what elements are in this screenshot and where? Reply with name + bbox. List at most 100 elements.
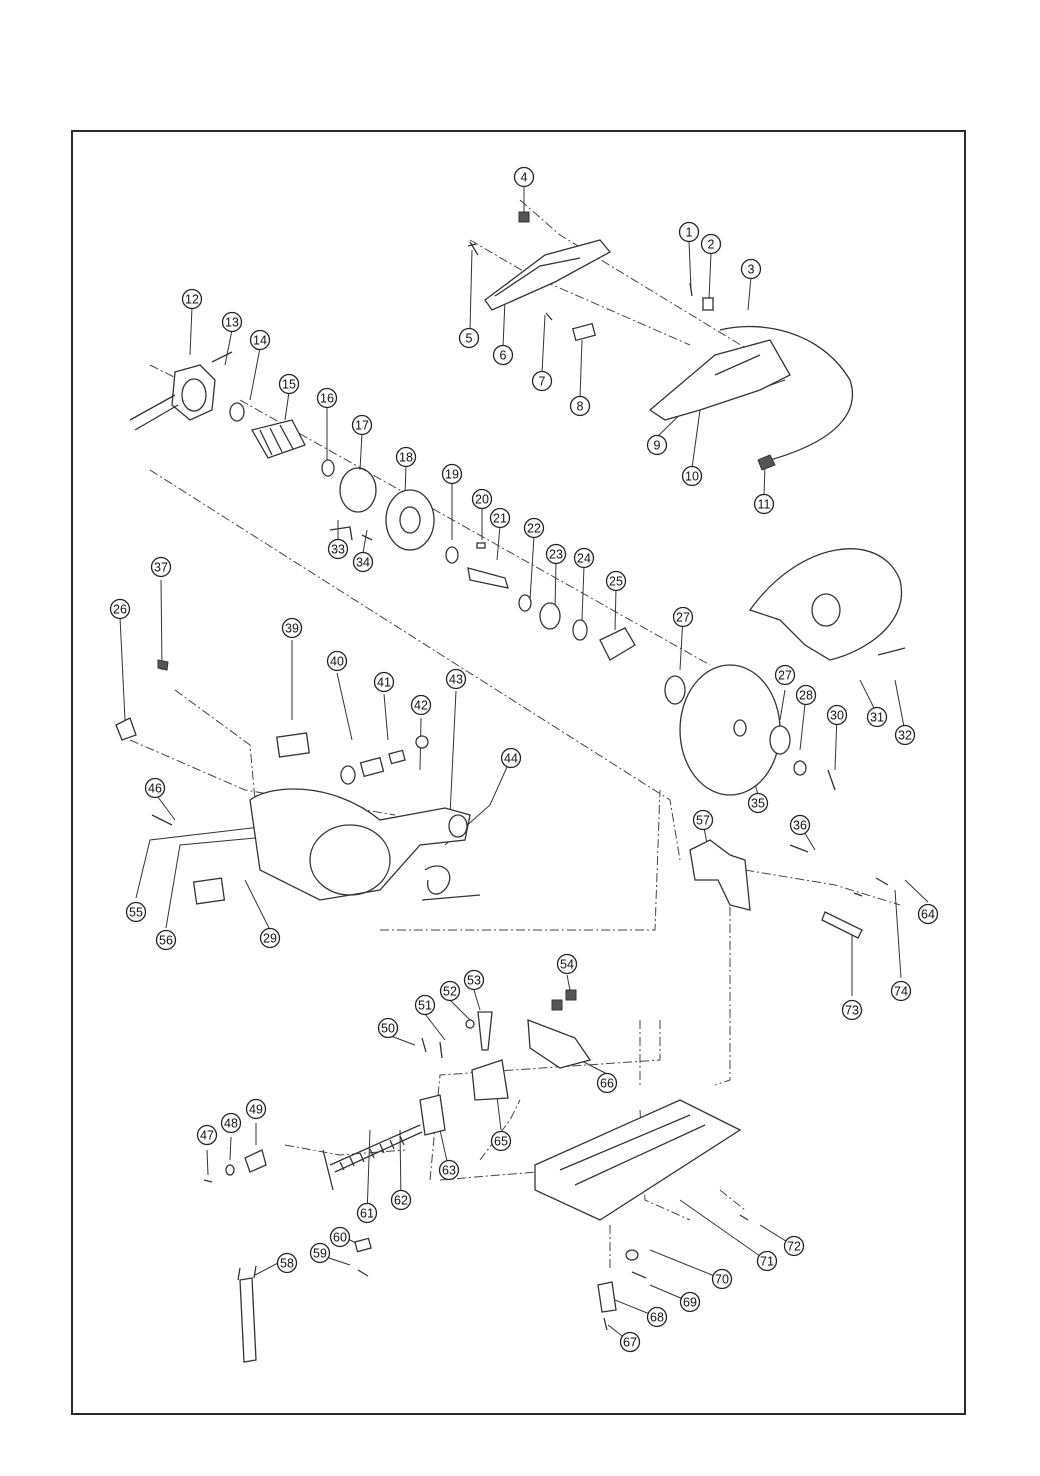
callout-number: 62: [394, 1194, 408, 1208]
callout-circle: [395, 446, 417, 468]
callout-52: 52: [439, 980, 461, 1002]
callout-number: 5: [466, 332, 473, 346]
callout-number: 30: [830, 709, 844, 723]
callout-number: 73: [845, 1004, 859, 1018]
callout-number: 3: [748, 263, 755, 277]
callout-number: 16: [320, 392, 334, 406]
callout-29: 29: [259, 927, 281, 949]
callout-30: 30: [826, 704, 848, 726]
callout-circle: [471, 488, 493, 510]
callout-number: 33: [331, 543, 345, 557]
callout-circle: [327, 538, 349, 560]
callout-circle: [278, 373, 300, 395]
callout-number: 48: [224, 1117, 238, 1131]
callout-number: 61: [360, 1207, 374, 1221]
callout-49: 49: [245, 1098, 267, 1120]
callout-circle: [783, 1235, 805, 1257]
callout-circle: [441, 463, 463, 485]
callout-circle: [356, 1202, 378, 1224]
callout-20: 20: [471, 488, 493, 510]
callout-circle: [125, 901, 147, 923]
callout-circle: [711, 1268, 733, 1290]
part-shapes: [115, 211, 906, 1363]
callout-number: 41: [377, 676, 391, 690]
callout-number: 6: [500, 349, 507, 363]
callout-circle: [414, 994, 436, 1016]
callout-number: 4: [521, 171, 528, 185]
callout-number: 57: [696, 814, 710, 828]
callout-62: 62: [390, 1189, 412, 1211]
callout-16: 16: [316, 387, 338, 409]
callout-69: 69: [679, 1291, 701, 1313]
callout-5: 5: [458, 327, 480, 349]
callout-number: 67: [623, 1336, 637, 1350]
callout-41: 41: [373, 671, 395, 693]
callout-circle: [351, 414, 373, 436]
callout-number: 25: [609, 575, 623, 589]
callout-48: 48: [220, 1112, 242, 1134]
callout-number: 21: [493, 512, 507, 526]
callout-number: 12: [185, 293, 199, 307]
callout-number: 31: [870, 711, 884, 725]
callout-37: 37: [150, 556, 172, 578]
callout-circle: [681, 465, 703, 487]
callout-circle: [619, 1331, 641, 1353]
callout-circle: [894, 724, 916, 746]
callout-40: 40: [326, 650, 348, 672]
callout-32: 32: [894, 724, 916, 746]
callout-number: 56: [159, 934, 173, 948]
callout-circle: [700, 233, 722, 255]
callout-23: 23: [545, 543, 567, 565]
callout-circle: [463, 969, 485, 991]
callout-25: 25: [605, 570, 627, 592]
callout-number: 63: [442, 1164, 456, 1178]
callout-number: 71: [760, 1255, 774, 1269]
callout-22: 22: [523, 517, 545, 539]
callout-circle: [439, 980, 461, 1002]
callout-number: 40: [330, 655, 344, 669]
callout-3: 3: [740, 258, 762, 280]
callout-circle: [445, 668, 467, 690]
callout-circle: [678, 221, 700, 243]
callout-circle: [692, 809, 714, 831]
callout-number: 70: [715, 1273, 729, 1287]
callout-66: 66: [596, 1072, 618, 1094]
callout-number: 18: [399, 451, 413, 465]
callout-number: 68: [650, 1311, 664, 1325]
callout-number: 39: [285, 622, 299, 636]
callout-number: 74: [894, 985, 908, 999]
callout-number: 34: [356, 556, 370, 570]
callout-number: 54: [560, 958, 574, 972]
callout-14: 14: [249, 329, 271, 351]
callout-7: 7: [531, 370, 553, 392]
callout-19: 19: [441, 463, 463, 485]
callout-number: 13: [225, 316, 239, 330]
callout-circle: [573, 547, 595, 569]
callout-73: 73: [841, 999, 863, 1021]
callout-circle: [249, 329, 271, 351]
callout-circle: [523, 517, 545, 539]
callout-circle: [109, 598, 131, 620]
callout-circle: [316, 387, 338, 409]
callout-17: 17: [351, 414, 373, 436]
callout-31: 31: [866, 706, 888, 728]
callout-39: 39: [281, 617, 303, 639]
callout-circle: [756, 1250, 778, 1272]
callout-53: 53: [463, 969, 485, 991]
leader-lines: [119, 186, 929, 1343]
callout-number: 27: [676, 611, 690, 625]
callout-number: 65: [494, 1135, 508, 1149]
callout-51: 51: [414, 994, 436, 1016]
callout-56: 56: [155, 929, 177, 951]
callout-58: 58: [276, 1252, 298, 1274]
callout-circle: [196, 1124, 218, 1146]
callout-circle: [500, 747, 522, 769]
callout-circle: [866, 706, 888, 728]
callout-54: 54: [556, 953, 578, 975]
callout-number: 11: [758, 498, 771, 512]
callout-number: 27: [778, 669, 792, 683]
callout-number: 24: [577, 552, 591, 566]
callout-circle: [672, 606, 694, 628]
callout-circle: [789, 814, 811, 836]
callout-circle: [556, 953, 578, 975]
